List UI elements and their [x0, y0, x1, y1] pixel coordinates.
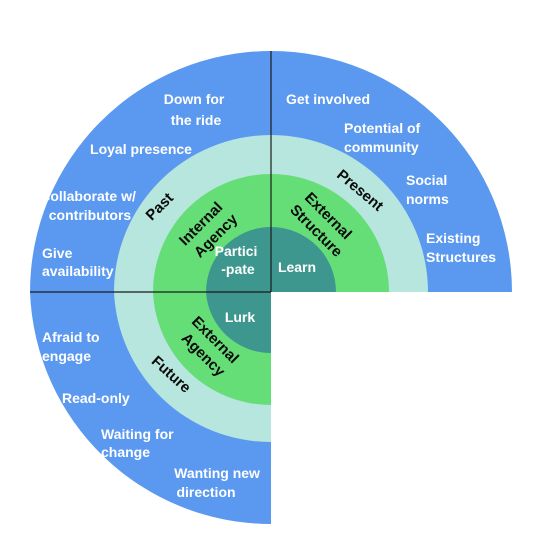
- present-item-existing-structures: Existing Structures: [426, 230, 496, 265]
- core-label-line: -pate: [221, 261, 255, 277]
- future-item-waiting-for-change: Waiting for change: [101, 426, 177, 460]
- past-item-line: contributors: [49, 207, 132, 223]
- core-label-lurk: Lurk: [225, 309, 256, 325]
- past-item-line: the ride: [171, 112, 222, 128]
- core-label-participate: Partici -pate: [215, 243, 262, 277]
- future-item-line: direction: [176, 484, 235, 500]
- future-item-line: engage: [42, 348, 91, 364]
- present-item-line: Potential of: [344, 120, 421, 136]
- present-item-line: Existing: [426, 230, 480, 246]
- past-item-loyal-presence: Loyal presence: [90, 141, 192, 157]
- core-label-learn: Learn: [278, 259, 316, 275]
- present-item-line: community: [344, 139, 419, 155]
- present-item-line: Social: [406, 172, 447, 188]
- core-label-line: Partici: [215, 243, 258, 259]
- past-item-line: Down for: [164, 91, 225, 107]
- future-item-line: Afraid to: [42, 329, 100, 345]
- future-item-line: Waiting for: [101, 426, 174, 442]
- present-item-get-involved: Get involved: [286, 91, 370, 107]
- past-item-collaborate: Collaborate w/ contributors: [40, 188, 140, 223]
- present-item-social-norms: Social norms: [406, 172, 451, 207]
- past-item-down-for-the-ride: Down for the ride: [164, 91, 229, 128]
- future-item-wanting-new-direction: Wanting new direction: [174, 465, 264, 500]
- past-item-line: Collaborate w/: [40, 188, 136, 204]
- past-item-give-availability: Give availability: [42, 245, 114, 279]
- present-item-line: norms: [406, 191, 449, 207]
- future-item-line: change: [101, 444, 150, 460]
- present-item-potential: Potential of community: [344, 120, 424, 155]
- present-item-line: Structures: [426, 249, 496, 265]
- past-item-line: Give: [42, 245, 73, 261]
- future-item-read-only: Read-only: [62, 390, 130, 406]
- past-item-line: availability: [42, 263, 114, 279]
- future-item-line: Wanting new: [174, 465, 260, 481]
- future-item-afraid-to-engage: Afraid to engage: [42, 329, 103, 364]
